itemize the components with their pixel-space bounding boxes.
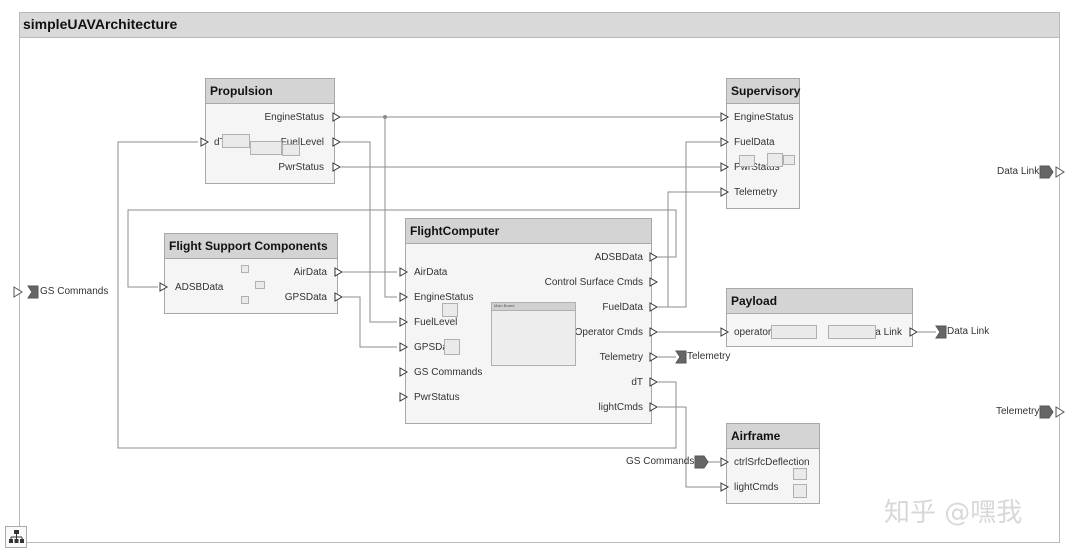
port-in-pwr-status[interactable]: PwrStatus bbox=[414, 392, 460, 403]
port-out-dt[interactable]: dT bbox=[631, 377, 643, 388]
port-air-data[interactable]: AirData bbox=[293, 267, 327, 278]
port-gps-data[interactable]: GPSData bbox=[284, 292, 327, 303]
wire-dt bbox=[117, 141, 677, 449]
mini-subsystem bbox=[241, 265, 249, 273]
block-title: Supervisory bbox=[731, 84, 801, 98]
mini-subsystem bbox=[739, 155, 755, 167]
mini-subsystem bbox=[828, 325, 876, 339]
port-out-ctrl-surface-cmds[interactable]: Control Surface Cmds bbox=[544, 277, 643, 288]
wire-fuel-data bbox=[658, 141, 720, 308]
watermark: 知乎 @嘿我 bbox=[884, 498, 1023, 528]
hierarchy-icon[interactable] bbox=[5, 526, 27, 548]
mini-subsystem bbox=[783, 155, 795, 165]
data-link-outport bbox=[935, 325, 947, 339]
block-title: FlightComputer bbox=[410, 224, 500, 238]
port-data-link[interactable]: Data Link bbox=[859, 327, 902, 338]
block-airframe[interactable]: Airframe ctrlSrfcDeflection lightCmds bbox=[726, 423, 820, 504]
port-in-air-data[interactable]: AirData bbox=[414, 267, 448, 278]
port-out-fuel-data[interactable]: FuelData bbox=[602, 302, 643, 313]
mini-subsystem bbox=[255, 281, 265, 289]
ext-telemetry-fc[interactable]: Telemetry bbox=[687, 351, 731, 362]
mini-subsystem bbox=[250, 141, 282, 155]
telemetry-boundary-port bbox=[1055, 406, 1065, 418]
telemetry-outport bbox=[675, 350, 687, 364]
mini-subsystem bbox=[793, 484, 807, 498]
block-title: Airframe bbox=[731, 429, 781, 443]
gs-commands-inport bbox=[27, 285, 39, 299]
block-header: Propulsion bbox=[206, 79, 334, 104]
port-fuel-level[interactable]: FuelLevel bbox=[280, 137, 324, 148]
mini-subsystem bbox=[767, 153, 783, 167]
port-telemetry[interactable]: Telemetry bbox=[734, 187, 778, 198]
ext-data-link-right[interactable]: Data Link bbox=[997, 166, 1040, 177]
main-board-subsystem: Main Board bbox=[491, 302, 576, 366]
port-operator-cmds[interactable]: operatorCmds bbox=[734, 327, 798, 338]
wire-telemetry-sup bbox=[667, 191, 720, 307]
ext-gs-commands-left[interactable]: GS Commands bbox=[40, 286, 109, 297]
mini-subsystem bbox=[442, 303, 458, 317]
connections bbox=[117, 116, 936, 488]
ext-data-link-payload[interactable]: Data Link bbox=[947, 326, 990, 337]
port-adsb-data[interactable]: ADSBData bbox=[175, 282, 224, 293]
model-title-bar: simpleUAVArchitecture bbox=[20, 13, 1059, 38]
block-title: Propulsion bbox=[210, 84, 273, 98]
block-header: Payload bbox=[727, 289, 912, 314]
ext-telemetry-right[interactable]: Telemetry bbox=[996, 406, 1040, 417]
wire-gps-data bbox=[343, 296, 397, 348]
mini-subsystem bbox=[793, 468, 807, 480]
block-flight-support[interactable]: Flight Support Components ADSBData AirDa… bbox=[164, 233, 338, 314]
port-light-cmds[interactable]: lightCmds bbox=[734, 482, 779, 493]
wire-light-cmds bbox=[658, 406, 720, 488]
telemetry-right-port bbox=[1039, 405, 1054, 419]
mini-subsystem bbox=[444, 339, 460, 355]
port-in-engine-status[interactable]: EngineStatus bbox=[414, 292, 474, 303]
block-propulsion[interactable]: Propulsion EngineStatus FuelLevel PwrSta… bbox=[205, 78, 335, 184]
port-fuel-data[interactable]: FuelData bbox=[734, 137, 775, 148]
block-supervisory[interactable]: Supervisory EngineStatus FuelData PwrSta… bbox=[726, 78, 800, 209]
port-engine-status[interactable]: EngineStatus bbox=[264, 112, 325, 123]
data-link-boundary-port bbox=[1055, 166, 1065, 178]
main-board-label: Main Board bbox=[494, 303, 515, 308]
block-title: Flight Support Components bbox=[169, 239, 328, 253]
wire-fuel-level bbox=[341, 141, 397, 323]
data-link-right-port bbox=[1039, 165, 1054, 179]
ext-gs-commands-airframe[interactable]: GS Commands bbox=[626, 456, 695, 467]
mini-subsystem bbox=[771, 325, 817, 339]
wire-engine-status-fc bbox=[384, 117, 397, 298]
port-in-gps-data[interactable]: GPSData bbox=[414, 342, 457, 353]
block-payload[interactable]: Payload operatorCmds Data Link bbox=[726, 288, 913, 347]
gs-commands-boundary-port bbox=[13, 286, 23, 298]
junction-dot bbox=[383, 115, 387, 119]
port-in-gs-commands[interactable]: GS Commands bbox=[414, 367, 483, 378]
block-header: Airframe bbox=[727, 424, 819, 449]
block-flight-computer[interactable]: FlightComputer AirData EngineStatus Fuel… bbox=[405, 218, 652, 424]
port-pwr-status[interactable]: PwrStatus bbox=[278, 162, 324, 173]
port-engine-status[interactable]: EngineStatus bbox=[734, 112, 794, 123]
port-out-adsb-data[interactable]: ADSBData bbox=[594, 252, 643, 263]
port-out-telemetry[interactable]: Telemetry bbox=[599, 352, 643, 363]
mini-subsystem bbox=[222, 134, 250, 148]
wire-adsb bbox=[127, 209, 677, 288]
port-ctrl-srfc-deflection[interactable]: ctrlSrfcDeflection bbox=[734, 457, 810, 468]
port-dt[interactable]: dT bbox=[214, 137, 226, 148]
port-pwr-status[interactable]: PwrStatus bbox=[734, 162, 780, 173]
block-header: Supervisory bbox=[727, 79, 801, 104]
port-out-light-cmds[interactable]: lightCmds bbox=[598, 402, 643, 413]
mini-subsystem bbox=[282, 144, 300, 156]
model-title: simpleUAVArchitecture bbox=[23, 16, 178, 32]
block-header: Flight Support Components bbox=[165, 234, 337, 259]
port-out-operator-cmds[interactable]: Operator Cmds bbox=[574, 327, 643, 338]
port-in-fuel-level[interactable]: FuelLevel bbox=[414, 317, 458, 328]
gs-commands-airframe-inport bbox=[694, 455, 709, 469]
mini-subsystem bbox=[241, 296, 249, 304]
block-header: FlightComputer bbox=[406, 219, 651, 244]
block-title: Payload bbox=[731, 294, 778, 308]
